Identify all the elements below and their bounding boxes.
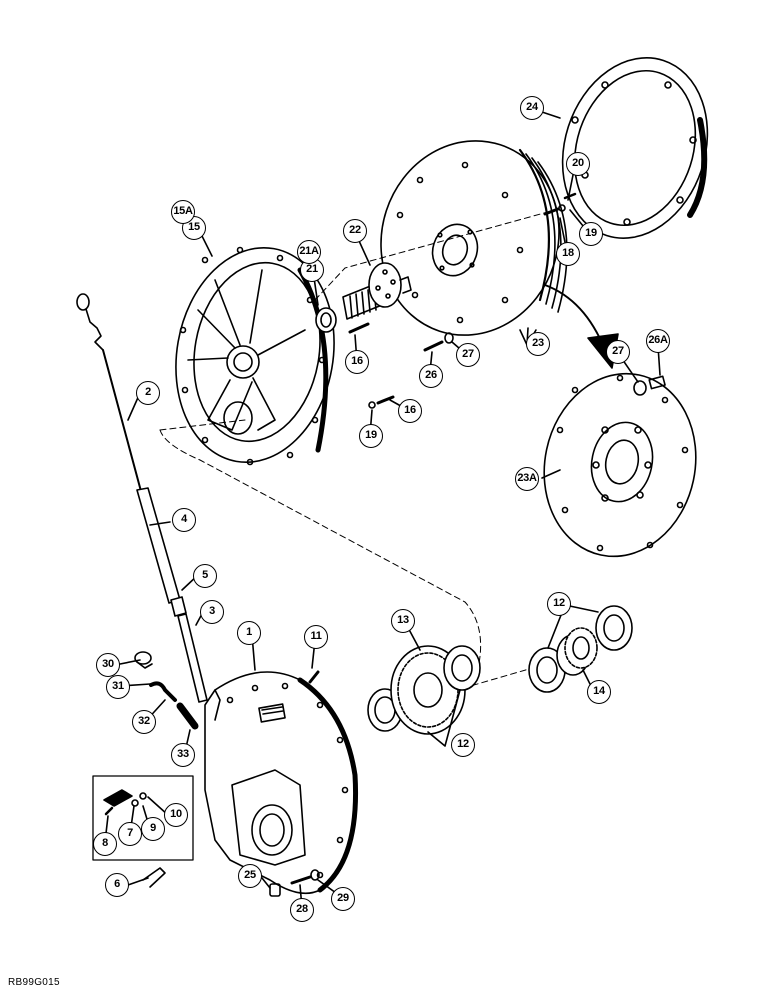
dipstick-part [76,293,143,496]
housing-cover-part [175,246,335,466]
flywheel-disc-part [380,140,568,336]
adapter-ring-part [561,57,709,239]
figure-reference-code: RB99G015 [8,977,60,988]
input-shaft-part [342,262,412,320]
flex-plate-part [543,372,697,558]
inset-detail-box [92,775,194,888]
pump-drive-housing-part [204,671,359,895]
